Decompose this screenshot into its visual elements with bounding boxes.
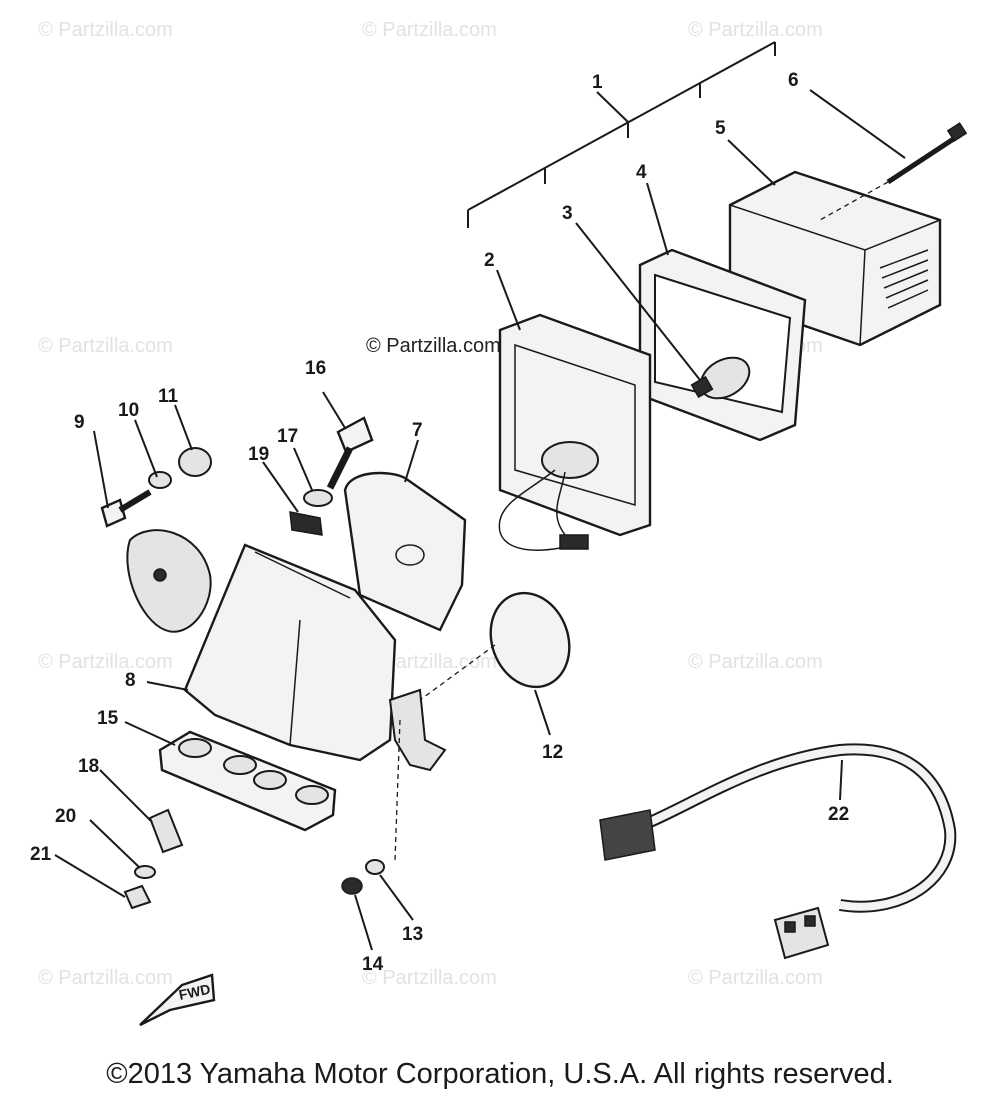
part-grommet <box>178 447 212 477</box>
callout-18: 18 <box>78 756 99 777</box>
part-bolt <box>326 416 374 490</box>
assembly-bracket <box>467 41 776 228</box>
forward-indicator: FWD <box>139 973 216 1027</box>
callout-20: 20 <box>55 806 76 827</box>
callout-13: 13 <box>402 924 423 945</box>
part-wire-harness <box>599 743 957 960</box>
watermarks: © Partzilla.com © Partzilla.com © Partzi… <box>38 19 823 989</box>
fwd-label: FWD <box>177 981 212 1003</box>
part-reflector-disc <box>419 591 571 701</box>
callout-4: 4 <box>636 162 647 183</box>
part-gasket <box>638 248 807 442</box>
callout-21: 21 <box>30 844 52 865</box>
part-washer-13 <box>365 859 385 875</box>
part-cap <box>123 884 152 910</box>
center-watermark: © Partzilla.com <box>366 335 501 357</box>
callout-1: 1 <box>592 72 603 93</box>
callout-6: 6 <box>788 70 799 91</box>
part-small-bulb <box>134 865 156 879</box>
callout-9: 9 <box>74 412 85 433</box>
watermark: © Partzilla.com <box>38 651 173 673</box>
callout-12: 12 <box>542 742 563 763</box>
part-screw <box>819 122 968 221</box>
leader-lines <box>54 89 906 951</box>
part-base-plate <box>498 313 652 551</box>
callout-22: 22 <box>828 804 849 825</box>
part-gasket-plate <box>343 471 467 632</box>
part-bulb <box>690 356 751 400</box>
callout-19: 19 <box>248 444 269 465</box>
callout-17: 17 <box>277 426 298 447</box>
callout-2: 2 <box>484 250 495 271</box>
callout-10: 10 <box>118 400 139 421</box>
watermark: © Partzilla.com <box>38 967 173 989</box>
callout-5: 5 <box>715 118 726 139</box>
watermark: © Partzilla.com <box>362 967 497 989</box>
part-sleeve <box>148 808 184 854</box>
watermark: © Partzilla.com <box>38 335 173 357</box>
watermark: © Partzilla.com <box>688 651 823 673</box>
part-bracket-body <box>126 529 447 772</box>
part-nut <box>341 877 363 895</box>
watermark: © Partzilla.com <box>38 19 173 41</box>
callout-7: 7 <box>412 420 423 441</box>
lens-reflector-icon <box>879 249 929 309</box>
watermark: © Partzilla.com <box>688 19 823 41</box>
callout-14: 14 <box>362 954 384 975</box>
watermark: © Partzilla.com <box>688 967 823 989</box>
copyright-notice: ©2013 Yamaha Motor Corporation, U.S.A. A… <box>106 1058 894 1090</box>
part-spacer <box>289 511 323 536</box>
part-washer <box>303 489 333 507</box>
part-license-lens <box>158 730 337 832</box>
callout-3: 3 <box>562 203 573 224</box>
callout-16: 16 <box>305 358 326 379</box>
callout-15: 15 <box>97 708 119 729</box>
part-washer-small <box>148 471 172 489</box>
watermark: © Partzilla.com <box>362 651 497 673</box>
part-bolt-small <box>100 489 152 528</box>
callout-11: 11 <box>158 386 179 407</box>
callout-labels: 1 2 3 4 5 6 7 8 9 10 11 12 13 14 15 16 1… <box>30 70 849 975</box>
watermark: © Partzilla.com <box>362 19 497 41</box>
callout-8: 8 <box>125 670 136 691</box>
